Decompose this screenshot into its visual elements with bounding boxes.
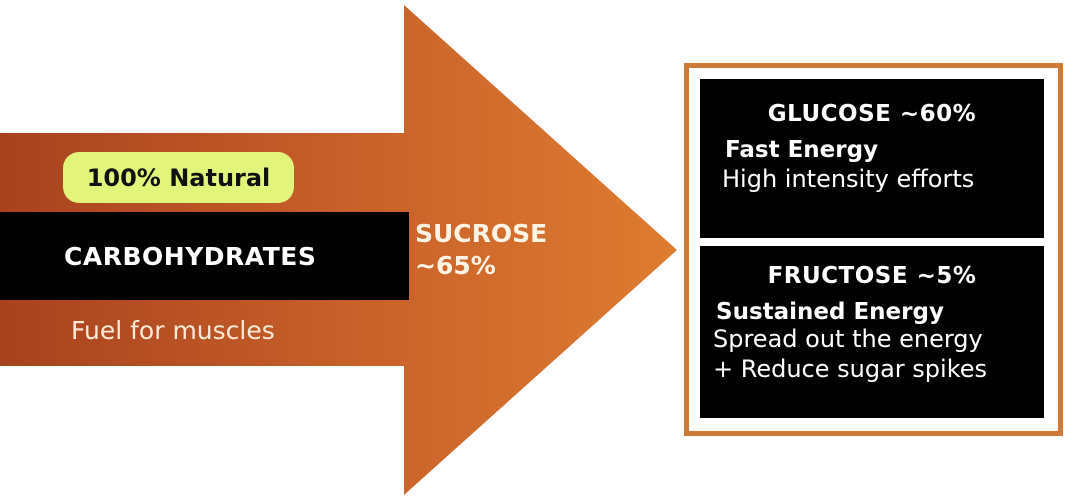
glucose-heading: Fast Energy: [725, 137, 879, 163]
category-text: CARBOHYDRATES: [64, 241, 317, 271]
glucose-title: GLUCOSE ~60%: [767, 101, 977, 127]
glucose-line: High intensity efforts: [722, 165, 975, 193]
fructose-card: FRUCTOSE ~5% Sustained Energy Spread out…: [700, 246, 1044, 418]
sucrose-percent: ~65%: [415, 251, 496, 280]
sucrose-label: SUCROSE ~65%: [415, 218, 547, 282]
category-label: CARBOHYDRATES: [0, 212, 409, 300]
fructose-title: FRUCTOSE ~5%: [767, 263, 977, 289]
fructose-line-1: Spread out the energy: [713, 325, 983, 353]
sucrose-name: SUCROSE: [415, 219, 548, 248]
glucose-card: GLUCOSE ~60% Fast Energy High intensity …: [700, 79, 1044, 238]
fructose-line-2: + Reduce sugar spikes: [713, 355, 988, 383]
category-subtitle: Fuel for muscles: [71, 316, 275, 345]
fructose-heading: Sustained Energy: [716, 299, 944, 325]
natural-badge: 100% Natural: [63, 152, 294, 203]
